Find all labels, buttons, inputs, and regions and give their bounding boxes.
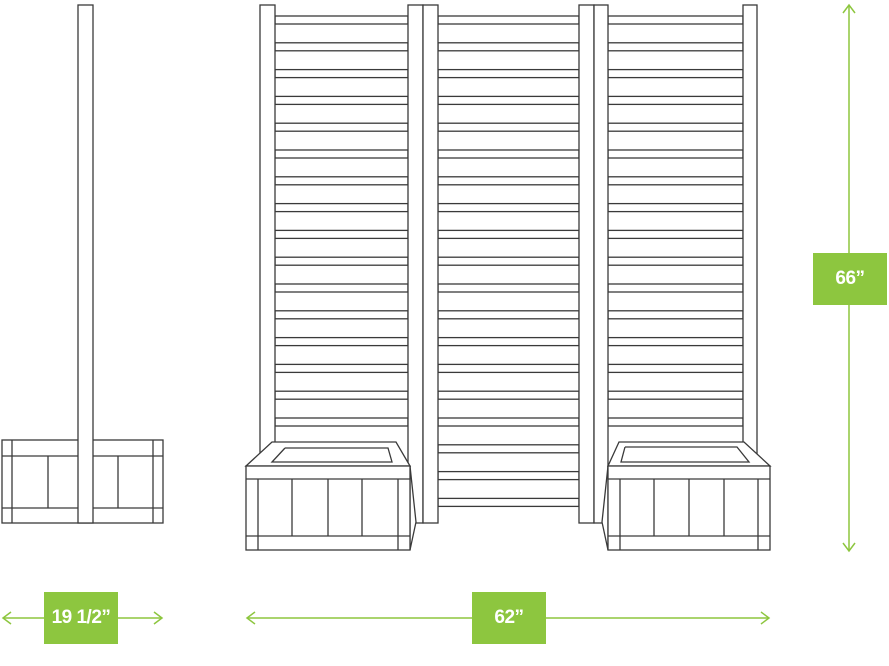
trellis-post-right-inner — [578, 4, 595, 524]
trellis-slat — [437, 417, 580, 427]
trellis-slat — [274, 363, 409, 374]
trellis-slat — [274, 310, 409, 320]
right-planter — [601, 441, 772, 551]
trellis-slat — [274, 95, 409, 106]
trellis-slat — [607, 202, 744, 213]
width-label-bg — [472, 592, 546, 644]
trellis-slat — [274, 229, 409, 240]
trellis-slat — [274, 336, 409, 347]
trellis-slat — [437, 95, 580, 106]
trellis-slat — [607, 68, 744, 79]
side-trellis-post — [77, 4, 94, 524]
left-planter-lid-inner — [270, 447, 393, 463]
front-view — [244, 4, 772, 551]
depth-dimension-label: 19 1/2” — [51, 607, 111, 628]
trellis-post-right-center — [593, 4, 609, 524]
trellis-slat — [274, 283, 409, 293]
trellis-slat — [437, 444, 580, 454]
depth-arrow-right-icon — [153, 611, 164, 625]
depth-arrow-left-icon — [1, 611, 12, 625]
trellis-slat — [607, 229, 744, 240]
right-planter-lid-inner — [620, 446, 751, 463]
left-planter — [244, 441, 417, 551]
width-dimension-label: 62” — [494, 607, 524, 628]
trellis-slat — [274, 202, 409, 213]
trellis-slat — [437, 15, 580, 25]
depth-label-bg — [44, 592, 118, 644]
trellis-slat — [607, 176, 744, 186]
trellis-slat — [437, 390, 580, 400]
trellis-slat — [274, 15, 409, 25]
trellis-post-center — [422, 4, 439, 524]
trellis-slat — [274, 42, 409, 52]
trellis-slat — [607, 417, 744, 427]
trellis-slat — [437, 202, 580, 213]
trellis-slat — [274, 176, 409, 186]
trellis-slat — [437, 176, 580, 186]
trellis-slat — [607, 283, 744, 293]
trellis-slat — [607, 256, 744, 266]
width-arrow-left-icon — [245, 611, 256, 625]
trellis-slat — [607, 42, 744, 52]
trellis-slat — [437, 470, 580, 481]
trellis-slat — [607, 336, 744, 347]
trellis-slat — [274, 122, 409, 132]
trellis-slat — [437, 283, 580, 293]
height-arrow-down-icon — [842, 542, 856, 553]
trellis-post-left-inner — [407, 4, 424, 524]
side-view — [1, 4, 164, 524]
height-label-bg — [813, 253, 887, 305]
trellis-slat — [607, 363, 744, 374]
trellis-slat — [274, 256, 409, 266]
trellis-slat — [274, 417, 409, 427]
dimension-label-backgrounds — [44, 253, 887, 644]
trellis-slat — [437, 68, 580, 79]
trellis-slat — [607, 310, 744, 320]
trellis-slat — [607, 95, 744, 106]
trellis-slat — [274, 390, 409, 400]
trellis-slat — [274, 68, 409, 79]
trellis-slat — [437, 149, 580, 159]
trellis-slat — [607, 122, 744, 132]
trellis-slat — [274, 149, 409, 159]
height-arrow-up-icon — [842, 3, 856, 14]
trellis-slat — [607, 15, 744, 25]
trellis-slat — [437, 42, 580, 52]
trellis-slat — [437, 122, 580, 132]
trellis-slat — [437, 256, 580, 266]
width-arrow-right-icon — [760, 611, 771, 625]
trellis-slat — [437, 363, 580, 374]
trellis-slat — [437, 229, 580, 240]
trellis-slat — [607, 149, 744, 159]
trellis-slat — [607, 390, 744, 400]
trellis-slat — [437, 310, 580, 320]
trellis-slat — [437, 336, 580, 347]
height-dimension-label: 66” — [835, 268, 865, 289]
trellis-slats — [274, 15, 744, 508]
trellis-slat — [437, 497, 580, 508]
